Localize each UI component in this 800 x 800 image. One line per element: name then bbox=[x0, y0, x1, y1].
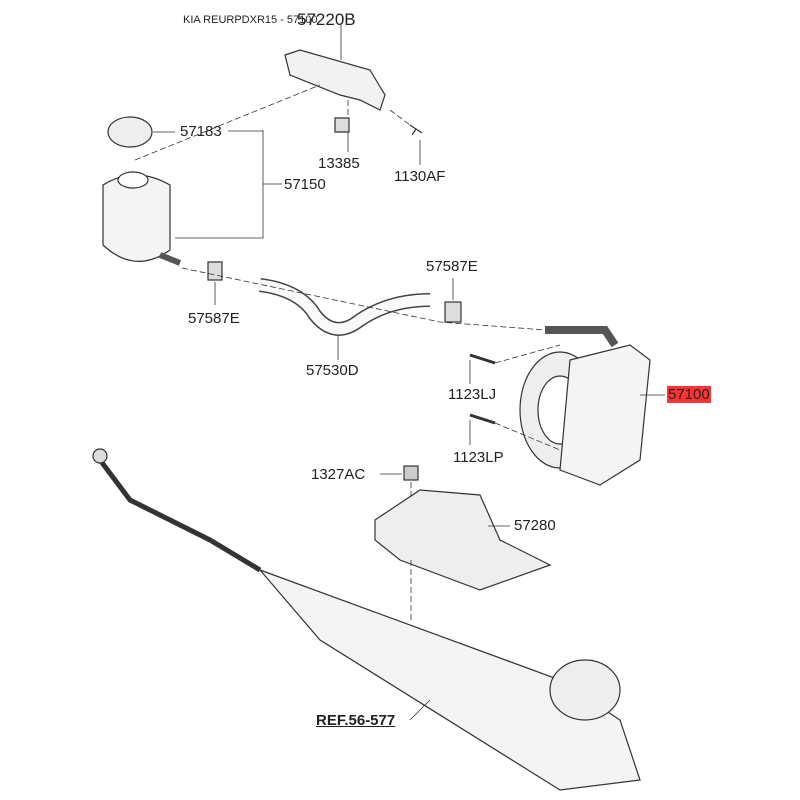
tie-rod bbox=[98, 458, 262, 573]
label-1123LP[interactable]: 1123LP bbox=[453, 449, 504, 466]
highlighted-part: 57100 bbox=[667, 386, 711, 403]
label-57183[interactable]: 57183 bbox=[180, 123, 222, 140]
bolt-1130AF bbox=[409, 124, 423, 136]
bracket-57220B bbox=[284, 49, 386, 111]
grommet-1327AC bbox=[403, 465, 419, 481]
label-1123LJ[interactable]: 1123LJ bbox=[448, 386, 497, 403]
reference-link[interactable]: REF.56-577 bbox=[316, 712, 396, 729]
bolt-1123LJ bbox=[469, 353, 496, 365]
label-13385[interactable]: 13385 bbox=[318, 155, 360, 172]
label-1327AC[interactable]: 1327AC bbox=[311, 466, 366, 483]
heat-shield-57280 bbox=[374, 489, 552, 591]
label-57587E-left[interactable]: 57587E bbox=[188, 310, 240, 327]
label-57220B[interactable]: 57220B bbox=[297, 10, 356, 29]
label-57150[interactable]: 57150 bbox=[284, 176, 326, 193]
label-57530D[interactable]: 57530D bbox=[306, 362, 359, 379]
label-57280[interactable]: 57280 bbox=[514, 517, 556, 534]
pump-57100 bbox=[559, 344, 651, 486]
reservoir-cap bbox=[107, 116, 153, 148]
label-1130AF[interactable]: 1130AF bbox=[394, 168, 446, 185]
clamp-57587E-right bbox=[444, 301, 462, 323]
bolt-1123LP bbox=[469, 413, 496, 425]
page-title: KIA REURPDXR15 - 57100 bbox=[183, 14, 318, 26]
clamp-57587E-left bbox=[207, 261, 223, 281]
label-57100[interactable]: 57100 bbox=[667, 386, 711, 403]
nut-13385 bbox=[334, 117, 350, 133]
label-57587E-right[interactable]: 57587E bbox=[426, 258, 478, 275]
